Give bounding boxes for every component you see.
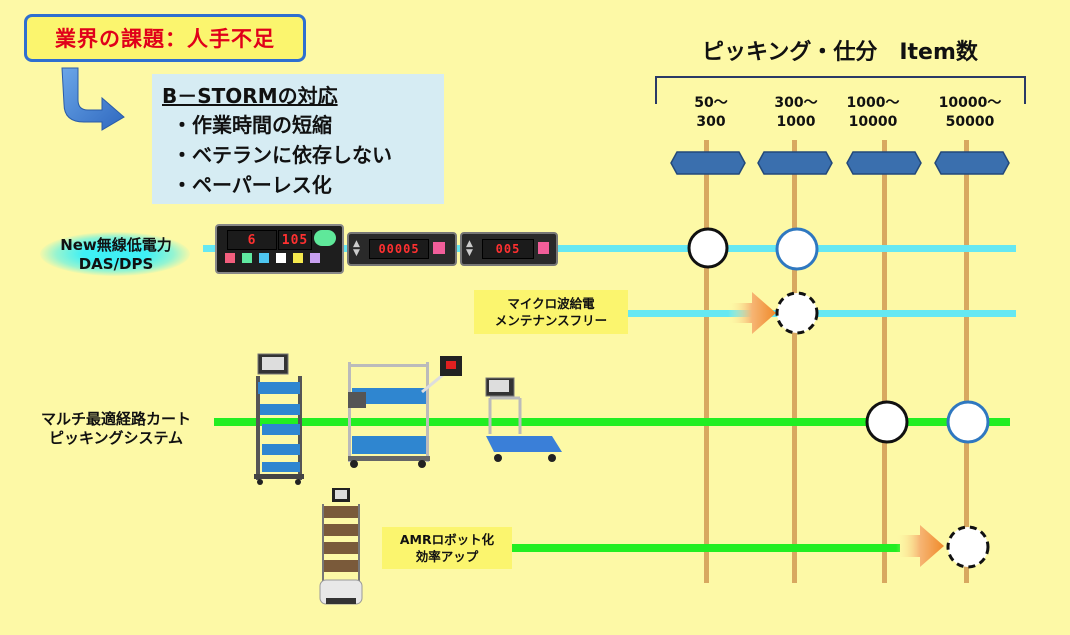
band-label-line: 300～ (774, 95, 818, 111)
up-down-icon: ▲▼ (353, 239, 360, 258)
coverage-circle-das-2 (775, 227, 819, 271)
item-count-header: ピッキング・仕分 Item数 (702, 40, 978, 65)
das-line (203, 245, 1016, 252)
response-item: ・作業時間の短縮 (172, 113, 332, 137)
confirm-button-icon (314, 230, 336, 246)
device-display-right: 105 (278, 230, 312, 250)
note-line: 効率アップ (415, 549, 479, 564)
upgrade-arrow-2 (896, 525, 944, 567)
response-item: ・ペーパーレス化 (172, 173, 332, 197)
row-label-line: マルチ最適経路カート (40, 410, 191, 428)
color-button-icon (276, 253, 286, 263)
color-button-icon (310, 253, 320, 263)
color-button-icon (259, 253, 269, 263)
band-label-line: 300 (696, 114, 726, 130)
band-label-4: 10000～ 50000 (930, 94, 1010, 132)
device-display: 005 (482, 239, 534, 259)
response-list: ・作業時間の短縮 ・ベテランに依存しない ・ペーパーレス化 (172, 110, 392, 200)
shelf-cart-image (254, 353, 304, 485)
band-label-1: 50～ 300 (671, 94, 751, 132)
band-label-line: 10000 (848, 114, 898, 130)
response-title: B－STORMの対応 (162, 84, 338, 108)
band-hexagon-2 (757, 151, 833, 175)
band-hexagon-1 (670, 151, 746, 175)
das-row-label: New無線低電力 DAS/DPS (54, 236, 178, 274)
color-button-icon (225, 253, 235, 263)
cart-line (214, 418, 1010, 426)
note-line: マイクロ波給電 (507, 296, 595, 311)
vertical-line-2 (792, 140, 797, 583)
band-label-line: 50～ (694, 95, 728, 111)
band-hexagon-3 (846, 151, 922, 175)
amr-robot-image (319, 488, 363, 605)
confirm-button-icon (538, 242, 549, 254)
vertical-line-3 (882, 140, 887, 583)
range-bracket (655, 76, 1026, 104)
band-label-line: 10000～ (938, 95, 1002, 111)
response-box: B－STORMの対応 ・作業時間の短縮 ・ベテランに依存しない ・ペーパーレス化 (152, 74, 444, 204)
das-device-display: ▲▼ 00005 (347, 232, 457, 266)
row-label-line: ピッキングシステム (48, 429, 184, 447)
device-display: 00005 (369, 239, 429, 259)
coverage-circle-cart-1 (865, 400, 909, 444)
vertical-line-1 (704, 140, 709, 583)
cart-row-label: マルチ最適経路カート ピッキングシステム (30, 410, 202, 448)
picking-cart-image (348, 356, 462, 468)
band-label-2: 300～ 1000 (756, 94, 836, 132)
note-line: AMRロボット化 (399, 532, 495, 547)
row-label-line: New無線低電力 (60, 236, 172, 254)
curved-arrow-icon (61, 67, 125, 131)
coverage-circle-das-1 (687, 227, 729, 269)
confirm-button-icon (433, 242, 445, 254)
das-device-display-small: ▲▼ 005 (460, 232, 558, 266)
band-label-line: 50000 (945, 114, 995, 130)
upgrade-arrow-1 (728, 292, 776, 334)
note-line: メンテナンスフリー (494, 313, 608, 328)
das-device-main: 6 105 (215, 224, 344, 274)
response-item: ・ベテランに依存しない (172, 143, 392, 167)
coverage-circle-amr (946, 525, 990, 569)
band-label-line: 1000～ (846, 95, 900, 111)
microwave-note: マイクロ波給電 メンテナンスフリー (474, 290, 628, 334)
device-display-left: 6 (227, 230, 277, 250)
coverage-circle-microwave (775, 291, 819, 335)
color-button-icon (242, 253, 252, 263)
band-label-line: 1000 (776, 114, 816, 130)
industry-issue-box: 業界の課題：人手不足 (24, 14, 306, 62)
vertical-line-4 (964, 140, 969, 583)
das-label-glow (40, 232, 190, 276)
band-hexagon-4 (934, 151, 1010, 175)
coverage-circle-cart-2 (946, 400, 990, 444)
amr-line (512, 544, 900, 552)
up-down-icon: ▲▼ (466, 239, 473, 258)
amr-note: AMRロボット化 効率アップ (382, 527, 512, 569)
microwave-line (628, 310, 1016, 317)
hand-truck-image (485, 377, 562, 462)
band-label-3: 1000～ 10000 (833, 94, 913, 132)
color-button-icon (293, 253, 303, 263)
row-label-line: DAS/DPS (78, 255, 154, 273)
